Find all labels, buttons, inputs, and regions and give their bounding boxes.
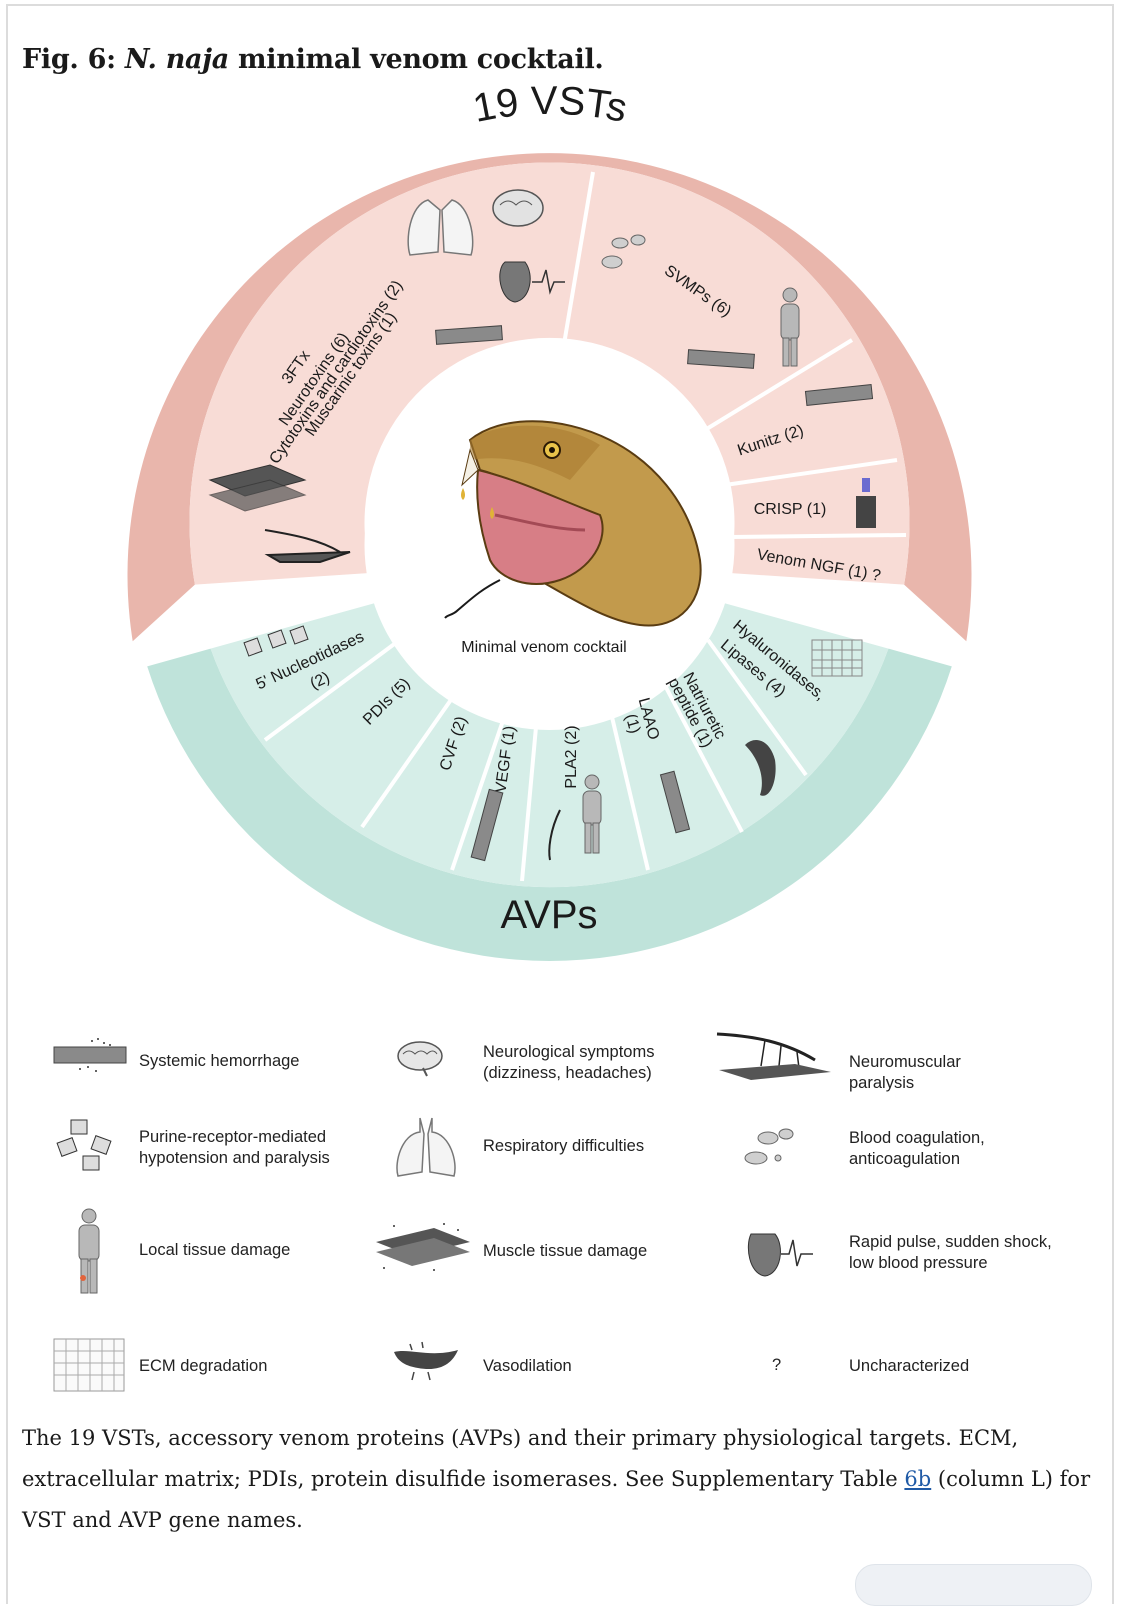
legend-ecm-grid-icon — [53, 1338, 125, 1392]
legend-neuromuscular-icon — [716, 1032, 831, 1080]
wheel-brain-icon — [492, 189, 544, 227]
svg-text:(1): (1) — [622, 712, 643, 735]
sector-pla2-label: PLA2 (2) — [563, 725, 580, 788]
legend-text-vessel: Vasodilation — [483, 1357, 572, 1375]
wheel-ecm-grid-icon — [811, 639, 863, 677]
wheel-avp-hemorrhage-icons — [470, 770, 691, 862]
legend-text-brain: Neurological symptoms(dizziness, headach… — [483, 1043, 655, 1082]
wheel-avp-neuromuscular-icon — [548, 809, 561, 861]
legend-lungs-icon — [396, 1117, 456, 1177]
cobra-head-icon — [444, 420, 702, 627]
figure-label: Fig. 6: — [22, 44, 116, 75]
sector-crisp-label: CRISP (1) — [754, 501, 827, 518]
avp-ring-label: AVPs — [500, 893, 597, 937]
legend-hemorrhage-icon — [53, 1038, 127, 1072]
legend-text-uncharacterized: Uncharacterized — [849, 1357, 970, 1375]
legend-blood-cells-icon — [744, 1128, 794, 1165]
avp-inner-ring — [210, 600, 889, 888]
legend-purine-receptor-icon — [56, 1119, 112, 1171]
figure-caption: The 19 VSTs, accessory venom proteins (A… — [22, 1426, 1091, 1532]
legend-text-muscle: Muscle tissue damage — [483, 1242, 648, 1260]
wheel-vessel-icon — [745, 740, 776, 796]
wheel-avp-human-figure-icon — [582, 774, 602, 854]
venom-wheel-diagram: 19 VSTs AVPs 3FTx Neurotoxins (6) Cytoto… — [127, 79, 972, 961]
legend-human-figure-icon — [78, 1208, 100, 1294]
center-label: Minimal venom cocktail — [461, 639, 626, 656]
legend-vessel-icon — [394, 1341, 458, 1381]
wheel-human-figure-icon — [780, 287, 800, 367]
vst-dividers — [559, 171, 907, 539]
vst-inner-ring — [189, 162, 910, 585]
species-name: N. naja — [124, 44, 229, 75]
vst-ring-label: 19 VSTs — [469, 79, 630, 131]
legend-text-lungs: Respiratory difficulties — [483, 1137, 645, 1155]
legend-brain-icon — [397, 1041, 443, 1077]
wheel-heart-icon — [499, 261, 565, 303]
legend-text-ecm: ECM degradation — [139, 1357, 268, 1375]
legend-text-hemorrhage: Systemic hemorrhage — [139, 1052, 300, 1070]
figure-title-rest: minimal venom cocktail. — [238, 44, 604, 75]
supplementary-table-link[interactable]: 6b — [904, 1467, 932, 1491]
wheel-nucleotide-icon — [243, 625, 309, 657]
wheel-blood-cells-icon — [601, 234, 646, 269]
legend-text-local-tissue: Local tissue damage — [139, 1241, 291, 1259]
wheel-muscle-tissue-icon — [208, 464, 307, 512]
avp-outer-ring — [147, 648, 952, 961]
legend-text-blood: Blood coagulation,anticoagulation — [849, 1129, 985, 1168]
legend-question-mark-icon: ? — [772, 1356, 782, 1374]
figure-frame — [6, 4, 1114, 1604]
legend-text-heart: Rapid pulse, sudden shock,low blood pres… — [849, 1233, 1052, 1272]
wheel-hemorrhage-icons — [435, 325, 874, 406]
figure-title: Fig. 6: N. naja minimal venom cocktail. — [22, 44, 604, 75]
wheel-neuromuscular-icon — [264, 529, 351, 563]
bottom-action-button[interactable] — [855, 1564, 1092, 1606]
wheel-crisp-icon — [856, 478, 876, 528]
svg-text:(2): (2) — [308, 669, 333, 693]
avp-dividers — [263, 634, 808, 882]
wheel-lungs-icon — [407, 199, 474, 256]
legend-muscle-tissue-icon — [376, 1223, 470, 1271]
legend-heart-icon — [747, 1233, 813, 1277]
